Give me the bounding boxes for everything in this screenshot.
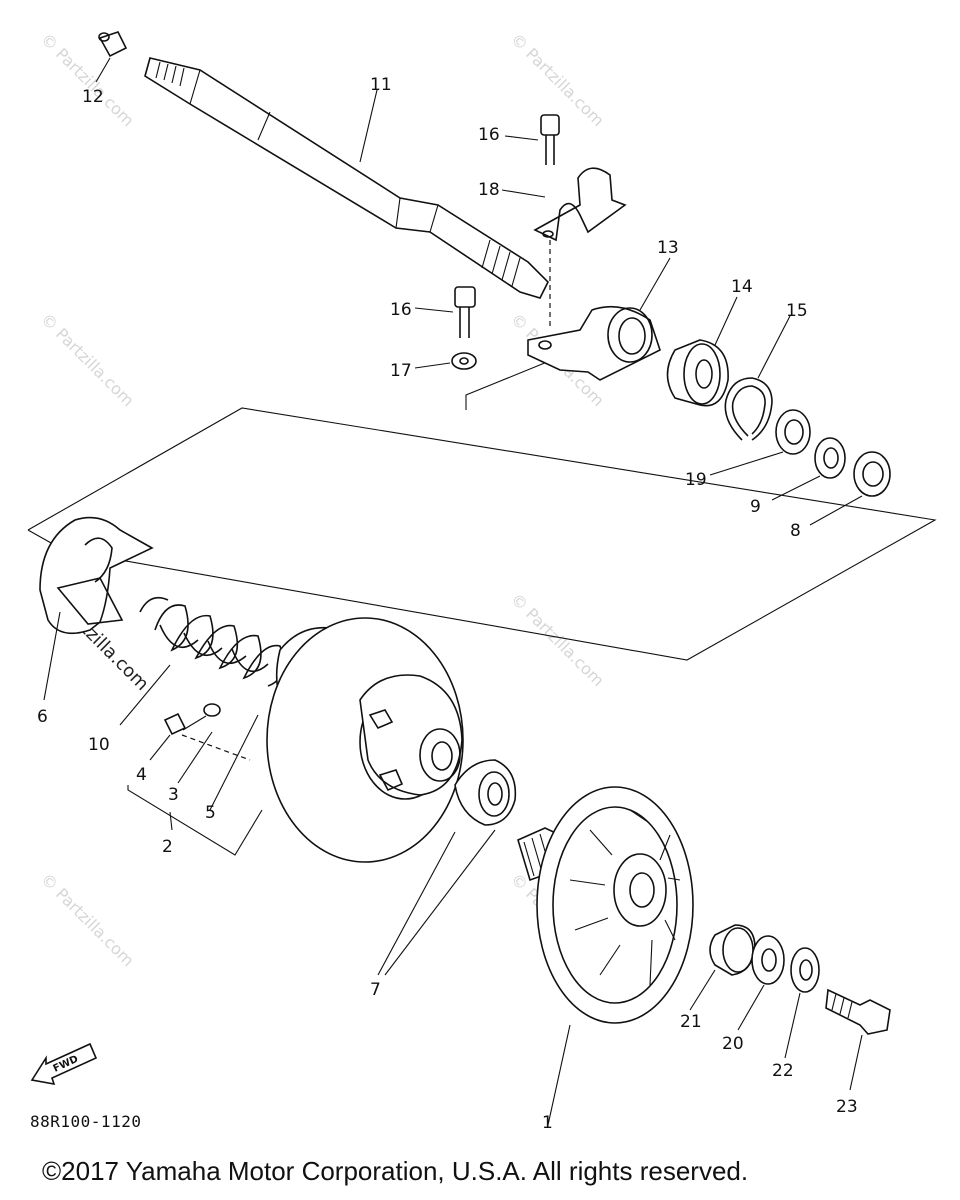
part-label-6: 6 xyxy=(37,707,48,727)
watermark: © Partzilla.com xyxy=(37,309,138,410)
part-label-1: 1 xyxy=(542,1113,553,1133)
part-label-9: 9 xyxy=(750,497,761,517)
part-15-circlip xyxy=(724,315,791,441)
part-label-7: 7 xyxy=(370,980,381,1000)
part-label-17: 17 xyxy=(390,361,412,381)
part-11-shaft xyxy=(144,57,549,299)
part-16-bolt-lower xyxy=(414,286,476,338)
part-2-bracket-group xyxy=(127,734,263,856)
part-18-bracket xyxy=(501,167,627,330)
part-label-21: 21 xyxy=(680,1012,702,1032)
part-label-18: 18 xyxy=(478,180,500,200)
part-label-2: 2 xyxy=(162,837,173,857)
watermark: © Partzilla.com xyxy=(507,589,608,690)
part-6-cam xyxy=(39,516,154,701)
watermark: © Partzilla.com xyxy=(37,869,138,970)
copyright-notice: ©2017 Yamaha Motor Corporation, U.S.A. A… xyxy=(42,1156,749,1186)
part-label-3: 3 xyxy=(168,785,179,805)
part-12-cap xyxy=(95,31,128,83)
part-label-20: 20 xyxy=(722,1034,744,1054)
part-8-washer xyxy=(809,451,891,526)
part-label-12: 12 xyxy=(82,87,104,107)
part-14-bearing xyxy=(666,296,738,407)
part-label-19: 19 xyxy=(685,470,707,490)
part-number-labels: 12 11 16 18 13 14 15 16 17 19 9 8 6 10 4… xyxy=(37,75,858,1133)
part-label-11: 11 xyxy=(370,75,392,95)
part-13-bearing-housing xyxy=(527,257,671,381)
part-label-16: 16 xyxy=(390,300,412,320)
part-16-bolt-upper xyxy=(504,114,560,165)
part-label-16: 16 xyxy=(478,125,500,145)
part-label-14: 14 xyxy=(731,277,753,297)
fwd-direction-arrow: FWD xyxy=(30,1042,98,1086)
part-label-4: 4 xyxy=(136,765,147,785)
part-23-bolt xyxy=(825,988,891,1091)
part-4-roller xyxy=(149,712,187,761)
part-5-movable-sheave xyxy=(209,617,464,863)
part-label-10: 10 xyxy=(88,735,110,755)
part-label-13: 13 xyxy=(657,238,679,258)
part-label-22: 22 xyxy=(772,1061,794,1081)
part-22-washer xyxy=(784,947,820,1059)
part-10-spring xyxy=(119,596,284,726)
part-3-pin xyxy=(177,703,221,784)
part-label-15: 15 xyxy=(786,301,808,321)
part-7-bushing xyxy=(377,759,517,976)
part-1-fixed-sheave xyxy=(517,786,694,1126)
part-20-washer xyxy=(737,935,785,1031)
part-19-washer xyxy=(709,409,811,476)
part-17-washer xyxy=(414,352,553,410)
part-label-23: 23 xyxy=(836,1097,858,1117)
part-21-collar xyxy=(689,924,756,1011)
diagram-code: 88R100-1120 xyxy=(30,1112,142,1131)
part-label-5: 5 xyxy=(205,803,216,823)
part-label-8: 8 xyxy=(790,521,801,541)
part-9-washer xyxy=(771,437,846,501)
